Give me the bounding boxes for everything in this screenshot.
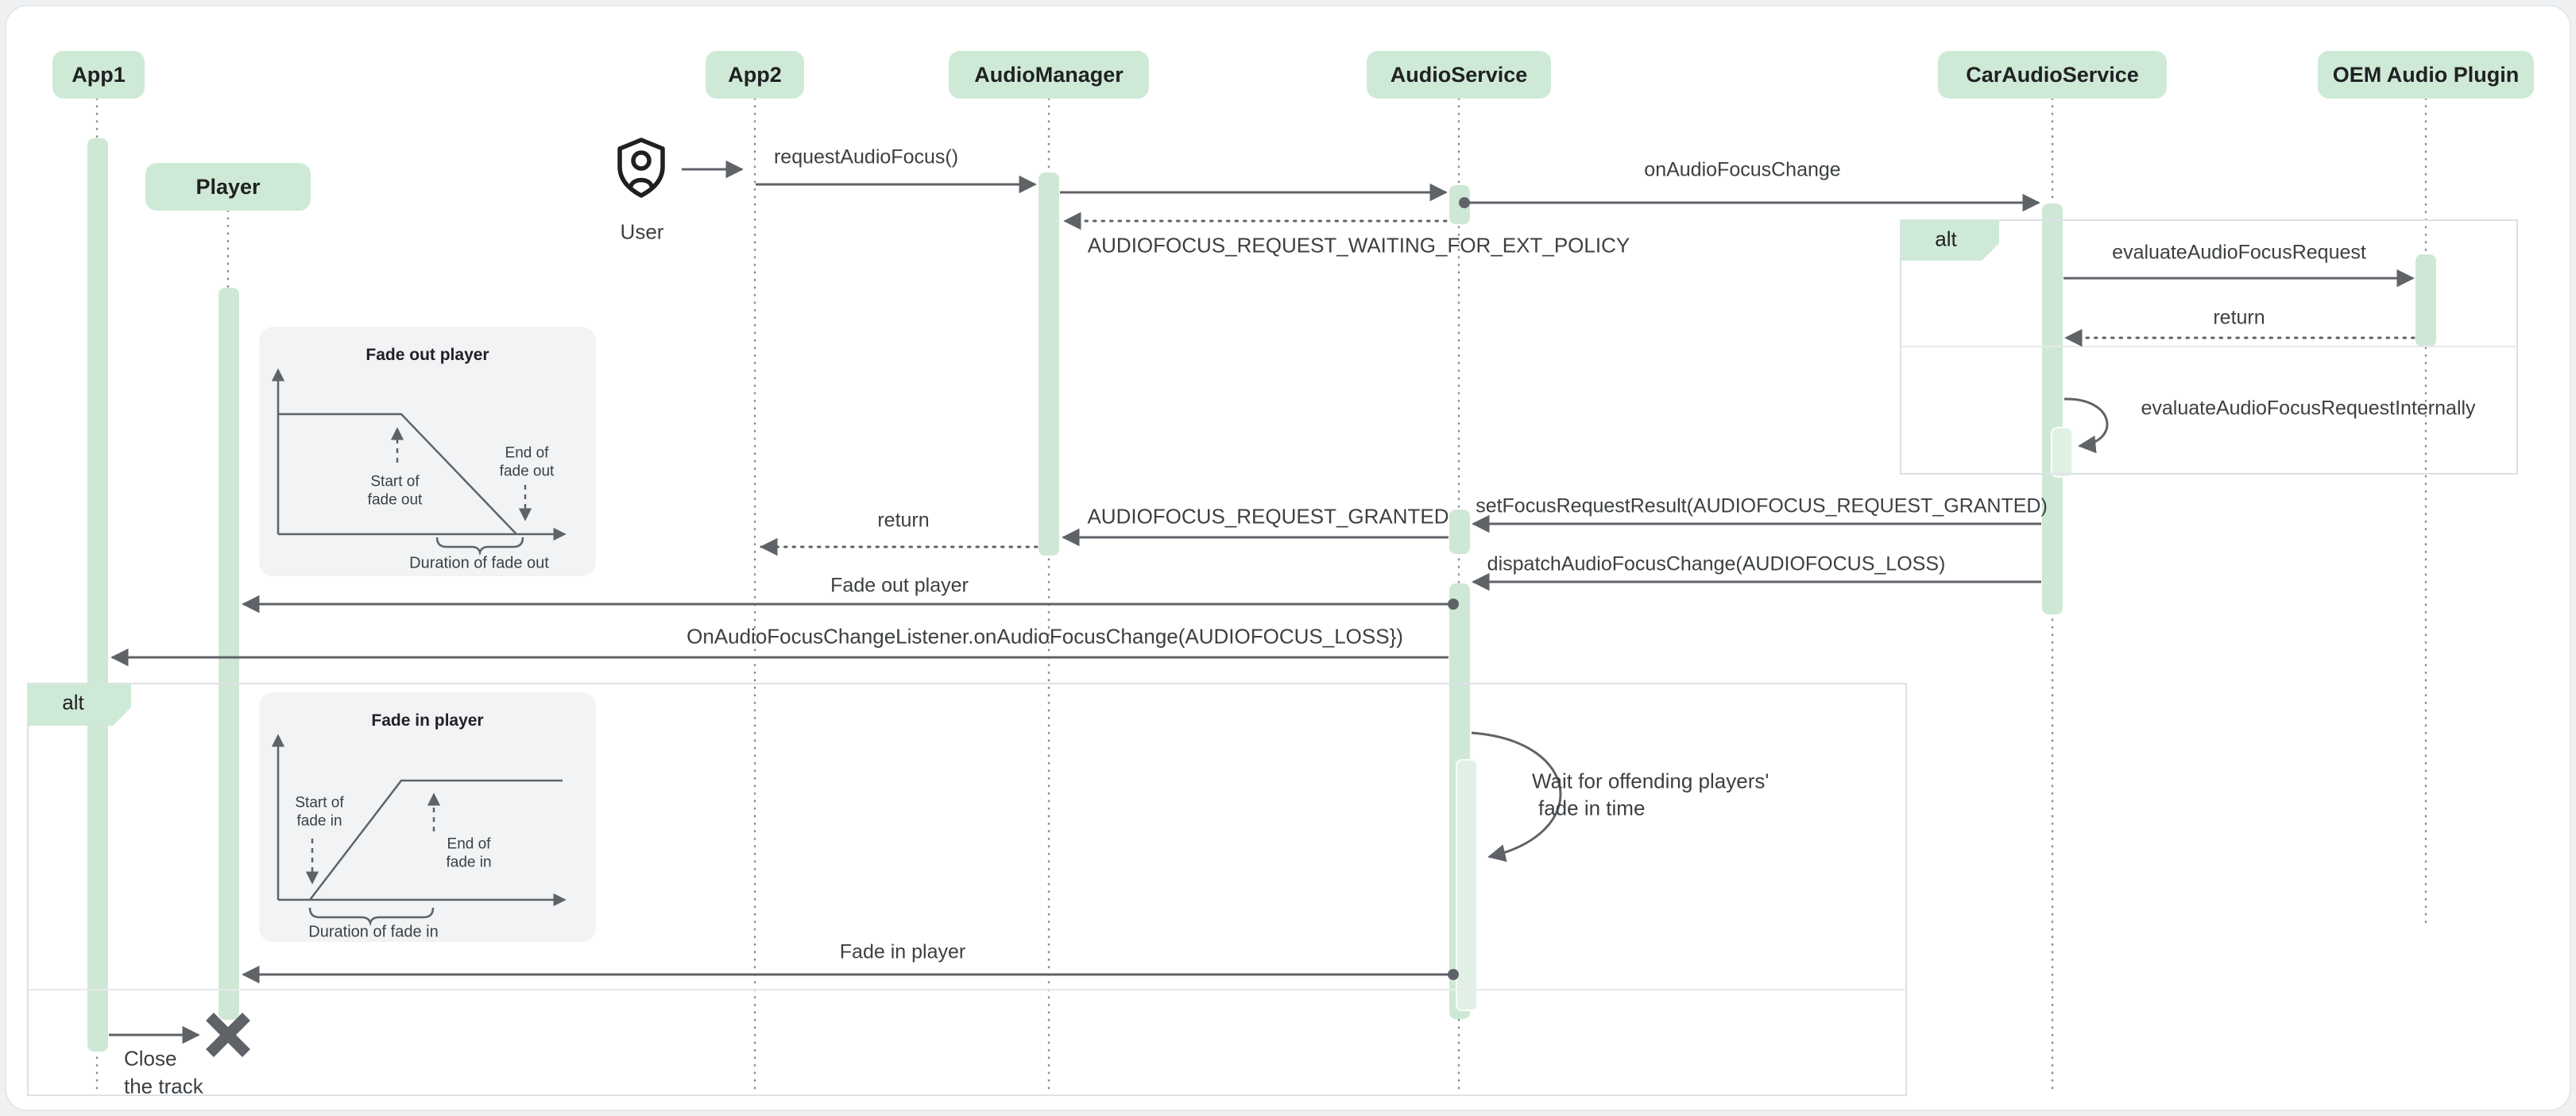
- fade-out-start-line1: Start of: [370, 473, 420, 490]
- close-label-line2: the track: [124, 1074, 203, 1099]
- actor-audioservice-label: AudioService: [1390, 62, 1528, 87]
- fade-out-end-line2: fade out: [499, 463, 555, 480]
- return-oem-label: return: [2213, 306, 2265, 329]
- actor-caraudioservice: CarAudioService: [1938, 51, 2167, 99]
- fade-out-start-line2: fade out: [367, 491, 423, 509]
- user-label: User: [620, 219, 664, 244]
- fade-in-end-line2: fade in: [446, 854, 492, 871]
- wait-label-line2: fade in time: [1538, 796, 1646, 820]
- close-label-line1: Close: [124, 1046, 177, 1071]
- actor-audiomanager-label: AudioManager: [974, 62, 1124, 87]
- alt-left-label: alt: [62, 690, 84, 715]
- fade-out-player-label: Fade out player: [830, 574, 969, 597]
- activation-caraudioservice-nested: [2051, 427, 2073, 478]
- actor-player-label: Player: [195, 174, 261, 199]
- fade-in-inset-title: Fade in player: [371, 711, 484, 730]
- actor-app1: App1: [52, 51, 145, 99]
- request-granted-label: AUDIOFOCUS_REQUEST_GRANTED: [1087, 504, 1449, 529]
- activation-player: [219, 288, 239, 1020]
- fade-in-duration-label: Duration of fade in: [308, 923, 439, 941]
- actor-audioservice: AudioService: [1367, 51, 1551, 99]
- fade-in-start-line2: fade in: [296, 812, 342, 830]
- actor-player: Player: [145, 163, 311, 211]
- fade-out-duration-label: Duration of fade out: [409, 554, 549, 572]
- activation-audioservice-nested: [1456, 759, 1478, 1011]
- waiting-policy-label: AUDIOFOCUS_REQUEST_WAITING_FOR_EXT_POLIC…: [1087, 233, 1630, 258]
- actor-caraudioservice-label: CarAudioService: [1966, 62, 2139, 87]
- fade-in-end-line1: End of: [447, 835, 491, 853]
- actor-audiomanager: AudioManager: [949, 51, 1149, 99]
- activation-oem: [2415, 254, 2436, 347]
- activation-audioservice-1: [1449, 185, 1470, 224]
- diagram-panel: [5, 5, 2571, 1111]
- wait-label-line1: Wait for offending players': [1532, 769, 1770, 793]
- activation-app1: [87, 138, 108, 1052]
- actor-app2-label: App2: [728, 62, 782, 87]
- on-audio-focus-change-label: onAudioFocusChange: [1644, 158, 1841, 181]
- dispatch-loss-label: dispatchAudioFocusChange(AUDIOFOCUS_LOSS…: [1487, 552, 1946, 575]
- actor-app2: App2: [706, 51, 804, 99]
- activation-audioservice-2: [1449, 510, 1470, 554]
- fade-in-player-label: Fade in player: [839, 940, 966, 963]
- request-audio-focus-label: requestAudioFocus(): [773, 145, 959, 169]
- activation-audiomanager: [1039, 172, 1059, 556]
- actor-oem-plugin-label: OEM Audio Plugin: [2332, 62, 2520, 87]
- return-app2-label: return: [877, 509, 930, 532]
- set-focus-result-label: setFocusRequestResult(AUDIOFOCUS_REQUEST…: [1476, 494, 2048, 517]
- activation-caraudioservice: [2042, 203, 2063, 614]
- focus-change-listener-label: OnAudioFocusChangeListener.onAudioFocusC…: [687, 624, 1403, 649]
- actor-oem-plugin: OEM Audio Plugin: [2318, 51, 2534, 99]
- fade-in-start-line1: Start of: [295, 794, 344, 812]
- fade-out-inset-title: Fade out player: [366, 346, 489, 364]
- actor-app1-label: App1: [72, 62, 126, 87]
- evaluate-request-label: evaluateAudioFocusRequest: [2112, 241, 2366, 264]
- alt-right-label: alt: [1935, 227, 1957, 251]
- evaluate-internally-label: evaluateAudioFocusRequestInternally: [2141, 397, 2476, 420]
- fade-out-end-line1: End of: [505, 444, 549, 462]
